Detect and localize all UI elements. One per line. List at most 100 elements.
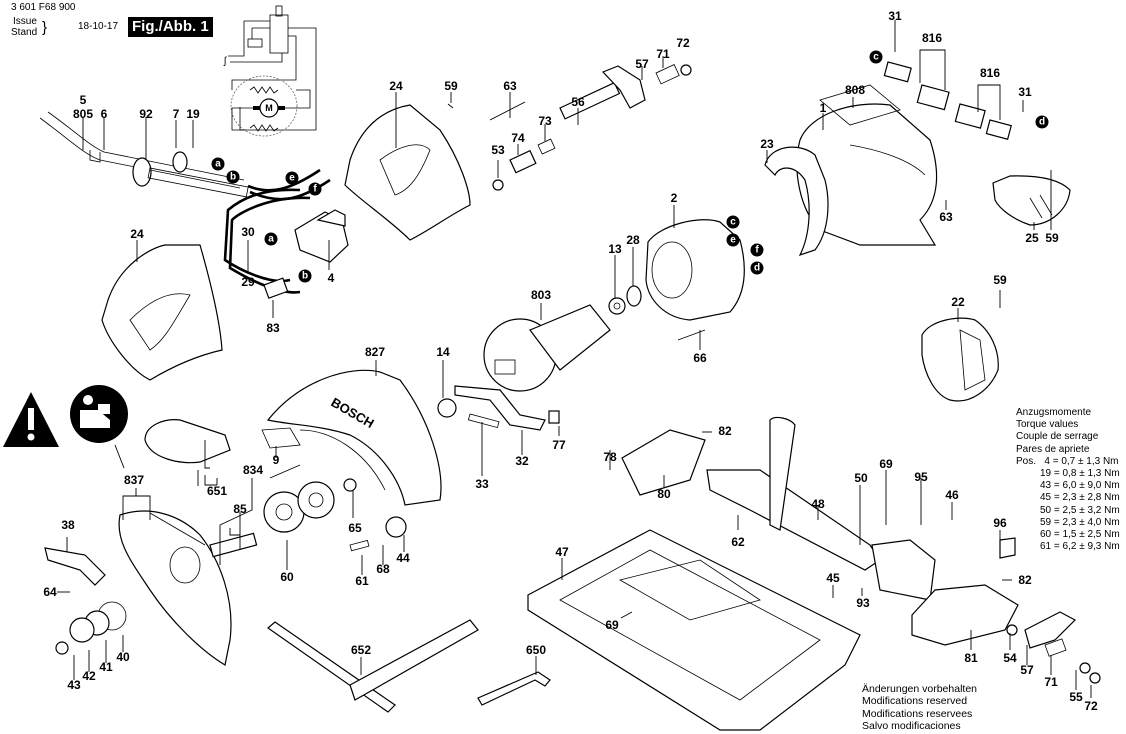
part-label: 78 [603, 450, 617, 464]
upper-blade-guard: BOSCH [266, 369, 442, 506]
issue-date: 18-10-17 [78, 21, 119, 32]
svg-text:ʃ: ʃ [223, 56, 227, 67]
part-label: 803 [530, 288, 552, 302]
connector-bubble-b: b [226, 170, 240, 184]
part-label: 77 [552, 438, 566, 452]
connector-bubble-f: f [750, 243, 764, 257]
part-label: 7 [172, 107, 180, 121]
part-label: 95 [914, 470, 928, 484]
part-label: 827 [364, 345, 386, 359]
handle-left [101, 244, 223, 381]
part-label: 38 [61, 518, 75, 532]
motor-symbol-label: M [265, 103, 273, 113]
torque-row: 43 = 6,0 ± 9,0 Nm [1040, 480, 1120, 492]
part-label: 41 [99, 660, 113, 674]
notice-line-de: Änderungen vorbehalten [862, 683, 978, 695]
part-label: 19 [186, 107, 200, 121]
part-label: 25 [1025, 231, 1039, 245]
part-label: 69 [879, 457, 893, 471]
connector-bubble-e: e [285, 171, 299, 185]
part-label: 45 [826, 571, 840, 585]
part-label: 2 [670, 191, 678, 205]
torque-title-en: Torque values [1016, 419, 1079, 431]
part-label: 74 [511, 131, 525, 145]
part-label: 48 [811, 497, 825, 511]
connector-bubble-f: f [308, 182, 322, 196]
torque-values-table: Anzugsmomente Torque values Couple de se… [1016, 407, 1120, 553]
part-label: 57 [1020, 663, 1034, 677]
part-label: 53 [491, 143, 505, 157]
part-label: 44 [396, 551, 410, 565]
part-label: 30 [241, 225, 255, 239]
part-label: 63 [939, 210, 953, 224]
issue-label-de: Stand [11, 27, 38, 38]
part-label: 59 [993, 273, 1007, 287]
part-label: 85 [233, 502, 247, 516]
part-label: 43 [67, 678, 81, 692]
rear-cap [992, 175, 1071, 226]
part-label: 651 [206, 484, 228, 498]
part-label: 65 [348, 521, 362, 535]
connector-bubble-d: d [750, 261, 764, 275]
torque-row: 45 = 2,3 ± 2,8 Nm [1040, 492, 1120, 504]
part-label: 9 [272, 453, 280, 467]
brush-holders [883, 61, 1012, 140]
stator-field [645, 219, 745, 341]
part-label: 28 [626, 233, 640, 247]
notice-line-fr: Modifications reservees [862, 707, 973, 720]
connector-bubble-d: d [1035, 115, 1049, 129]
part-label: 96 [993, 516, 1007, 530]
part-label: 69 [605, 618, 619, 632]
part-label: 652 [350, 643, 372, 657]
part-label: 80 [657, 487, 671, 501]
base-plate [527, 529, 861, 731]
torque-pos-label: Pos. [1016, 455, 1037, 467]
part-label: 23 [760, 137, 774, 151]
handle-top [344, 104, 471, 241]
part-label: 47 [555, 545, 569, 559]
issue-label-en: Issue [13, 16, 37, 27]
leader-lines [57, 20, 1092, 698]
part-label: 73 [538, 114, 552, 128]
part-label: 54 [1003, 651, 1017, 665]
part-label: 60 [280, 570, 294, 584]
part-label: 31 [888, 9, 902, 23]
part-label: 59 [444, 79, 458, 93]
connector-bubble-c: c [869, 50, 883, 64]
part-label: 31 [1018, 85, 1032, 99]
motor-housing [796, 84, 938, 246]
part-label: 13 [608, 242, 622, 256]
connector-bubble-a: a [211, 157, 225, 171]
part-label: 42 [82, 669, 96, 683]
connector-bubble-e: e [726, 233, 740, 247]
part-label: 72 [676, 36, 690, 50]
part-label: 56 [571, 95, 585, 109]
armature [483, 304, 611, 392]
switch-part [263, 209, 349, 299]
part-label: 62 [731, 535, 745, 549]
part-label: 650 [525, 643, 547, 657]
lock-mechanism-top [447, 64, 692, 191]
notice-line-es: Salvo modificaciones [862, 720, 961, 733]
part-label: 40 [116, 650, 130, 664]
connector-bubble-c: c [726, 215, 740, 229]
torque-row: 19 = 0,8 ± 1,3 Nm [1040, 468, 1120, 480]
warning-triangle-icon [3, 392, 59, 447]
figure-label: Fig./Abb. 1 [128, 17, 213, 37]
power-cable-assembly [39, 111, 331, 201]
part-label: 93 [856, 596, 870, 610]
torque-title-fr: Couple de serrage [1016, 431, 1099, 443]
part-label: 816 [979, 66, 1001, 80]
connector-bubble-b: b [298, 269, 312, 283]
bevel-guide [621, 416, 936, 601]
part-label: 71 [656, 47, 670, 61]
issue-brace: } [42, 19, 48, 36]
part-label: 32 [515, 454, 529, 468]
part-label: 83 [266, 321, 280, 335]
part-label: 57 [635, 57, 649, 71]
torque-row: 4 = 0,7 ± 1,3 Nm [1044, 455, 1119, 467]
wiring-schematic: ʃ [223, 5, 317, 137]
part-label: 59 [1045, 231, 1059, 245]
